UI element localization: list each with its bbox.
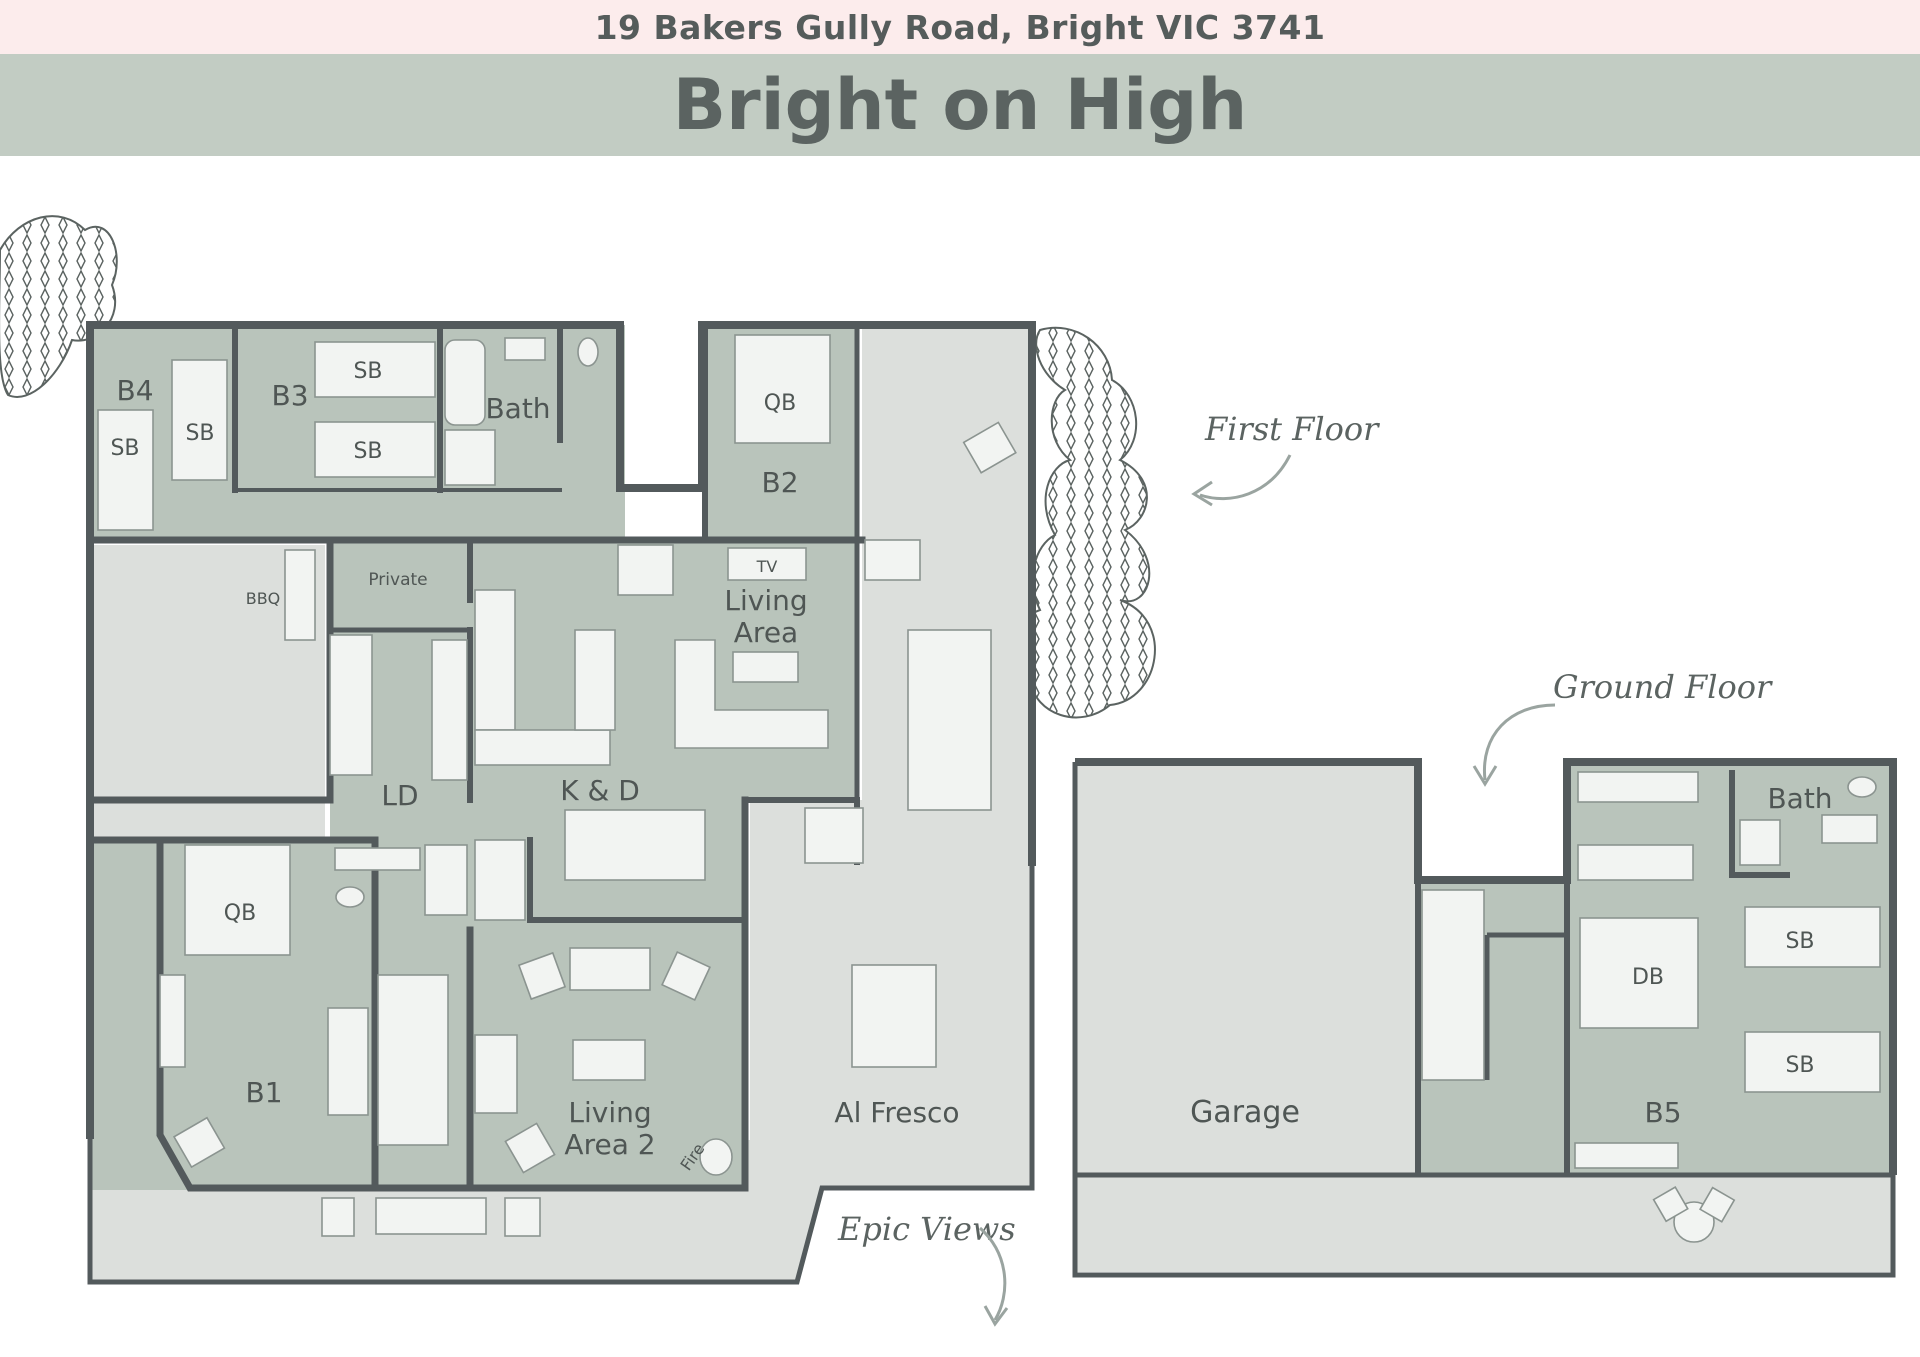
ground-stairs (1421, 889, 1485, 1081)
ld-bench-right (431, 639, 468, 781)
stairs-alfresco (804, 807, 864, 864)
ground-floor-arrowhead-icon (1472, 765, 1498, 787)
b1-sofa (327, 1007, 369, 1116)
patio-chair-1 (1652, 1186, 1689, 1223)
b3-bed2-label: SB (353, 439, 382, 464)
ld-bench-left (329, 634, 373, 776)
ground-vanity (1821, 814, 1878, 844)
fireplace-icon (699, 1138, 733, 1176)
b1-armchair (172, 1116, 226, 1169)
k-and-d-label: K & D (560, 774, 640, 807)
main-stairs (377, 974, 449, 1146)
b1-label: B1 (245, 1076, 282, 1109)
living-area2-label-2: Area 2 (564, 1128, 655, 1161)
b5-sb2-label: SB (1785, 1053, 1814, 1078)
kitchen-island (574, 629, 616, 731)
b4-single-bed-1 (97, 409, 154, 531)
ground-shower (1739, 819, 1781, 866)
bbq-label: BBQ (246, 589, 281, 608)
title-band: Bright on High (0, 54, 1920, 156)
address-text: 19 Bakers Gully Road, Bright VIC 3741 (594, 7, 1326, 47)
epic-views-label: Epic Views (837, 1210, 1016, 1248)
b2-bed-label: QB (764, 391, 796, 416)
ensuite-shower (424, 844, 468, 916)
address-bar: 19 Bakers Gully Road, Bright VIC 3741 (0, 0, 1920, 54)
dining-table (564, 809, 706, 881)
ground-bath-label: Bath (1767, 782, 1832, 815)
b5-single-bed-2 (1744, 1031, 1881, 1093)
b3-label: B3 (271, 379, 308, 412)
al-fresco-label: Al Fresco (834, 1096, 959, 1129)
garage-label: Garage (1190, 1095, 1300, 1130)
ground-floor-arrow-icon (1482, 703, 1556, 781)
b2-label: B2 (761, 466, 798, 499)
b3-single-bed-2 (314, 421, 436, 478)
ground-toilet-icon (1847, 776, 1877, 798)
bathtub (444, 339, 486, 426)
b5-db-label: DB (1632, 965, 1664, 990)
epic-views-arrowhead-icon (983, 1305, 1009, 1327)
epic-views-arrow-icon (978, 1226, 1007, 1321)
property-title: Bright on High (672, 64, 1248, 146)
alfresco-table (851, 964, 937, 1068)
first-floor-label: First Floor (1204, 410, 1380, 448)
b4-single-bed-2 (171, 359, 228, 481)
ld-label: LD (381, 779, 418, 812)
stairs-top (617, 544, 674, 596)
tv-label: TV (756, 557, 778, 576)
b5-bench (1574, 1142, 1679, 1169)
b1-wardrobe (159, 974, 186, 1068)
tv-unit (727, 547, 807, 581)
upper-vanity (504, 337, 546, 361)
b5-sb1-label: SB (1785, 929, 1814, 954)
la2-coffee-table (572, 1039, 646, 1081)
private-label: Private (368, 570, 427, 590)
living-area2-label-1: Living (568, 1096, 651, 1129)
b4-bed1-label: SB (110, 436, 139, 461)
stairs-right (864, 539, 921, 581)
shower (444, 429, 496, 486)
terrace-sofa (375, 1197, 487, 1235)
ground-shelf (1577, 771, 1699, 803)
stairs-inner (474, 839, 526, 921)
ensuite-toilet-icon (335, 886, 365, 908)
living-area-label-1: Living (724, 584, 807, 617)
living-area-label-2: Area (734, 616, 798, 649)
b1-bed-label: QB (224, 901, 256, 926)
ground-floor-label: Ground Floor (1553, 668, 1773, 706)
bbq-grill-icon (284, 549, 316, 641)
la2-armchair-1 (517, 951, 567, 1001)
terrace-chair-2 (504, 1197, 541, 1237)
ensuite-vanity (334, 847, 421, 871)
b3-single-bed-1 (314, 341, 436, 398)
first-floor-arrow-icon (1199, 454, 1292, 501)
la2-armchair-3 (504, 1122, 556, 1174)
b5-single-bed-1 (1744, 906, 1881, 968)
b1-queen-bed (184, 844, 291, 956)
b5-double-bed (1579, 917, 1699, 1029)
trees-right-icon (1013, 326, 1156, 719)
first-floor-arrowhead-icon (1191, 480, 1213, 507)
living-sofa (674, 639, 829, 749)
deck-table (907, 629, 992, 811)
kitchen-counter (474, 589, 516, 731)
b5-label: B5 (1644, 1096, 1681, 1129)
la2-sofa-top (569, 947, 651, 991)
kitchen-counter-bottom (474, 729, 611, 766)
living-coffee-table (732, 651, 799, 683)
la2-sofa-left (474, 1034, 518, 1114)
b3-bed1-label: SB (353, 359, 382, 384)
terrace-chair-1 (321, 1197, 355, 1237)
b2-queen-bed (734, 334, 831, 444)
upper-bath-label: Bath (485, 392, 550, 425)
b4-label: B4 (116, 374, 153, 407)
deck-lounger (962, 421, 1017, 474)
ground-desk (1577, 844, 1694, 881)
la2-armchair-2 (661, 951, 711, 1001)
b4-bed2-label: SB (185, 421, 214, 446)
patio-chair-2 (1699, 1186, 1736, 1223)
upper-toilet-icon (577, 337, 599, 367)
